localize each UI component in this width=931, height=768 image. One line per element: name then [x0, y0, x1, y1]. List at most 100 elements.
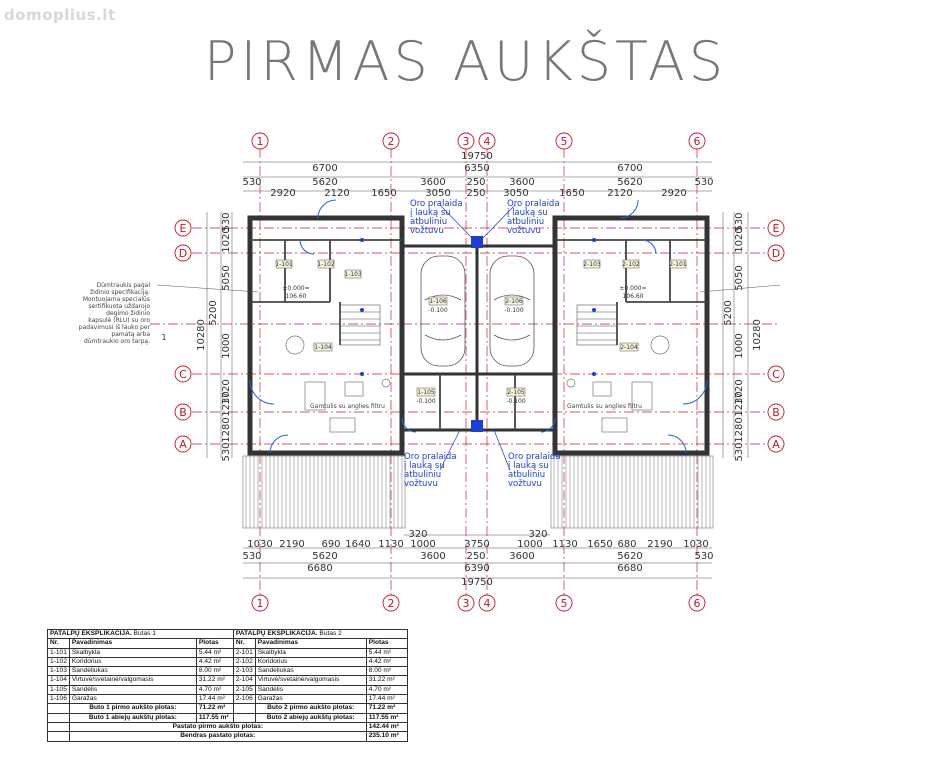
dim-bot-r3-1: 6390	[464, 563, 489, 574]
svg-text:Oro pralaida: Oro pralaida	[508, 452, 561, 462]
axis-row-D-left: D	[179, 247, 187, 260]
dim-left-1: 1280	[221, 417, 232, 442]
dim-top-r3-7: 2120	[607, 188, 632, 199]
dim-left-4: 1000	[221, 333, 232, 358]
axis-col-1-bottom: 1	[257, 597, 264, 610]
fireplace-note-left: Gamtulis su anglies filtru	[310, 403, 385, 410]
dim-bot-r2-0: 530	[242, 551, 261, 562]
watermark: domoplius.lt	[4, 6, 116, 24]
dim-top-r1-0: 6700	[312, 163, 337, 174]
tag-1-101: 1-101	[275, 261, 293, 268]
axis-col-2-top: 2	[388, 135, 395, 148]
dimension-lines-side	[206, 212, 749, 458]
axis-row-B-left: B	[179, 406, 187, 419]
svg-text:į lauką su: į lauką su	[508, 461, 549, 471]
dim-left-8: 530	[221, 212, 232, 231]
dim-bot-r2-1: 5620	[312, 551, 337, 562]
dim-left-6: 5050	[221, 265, 232, 290]
dim-left-0: 530	[221, 442, 232, 461]
dim-top-r1-2: 6700	[617, 163, 642, 174]
axis-row-A-left: A	[179, 438, 187, 451]
axis-col-3-top: 3	[463, 135, 470, 148]
dim-bot-r1-5: 1000	[410, 539, 435, 550]
svg-text:į lauką su: į lauką su	[410, 208, 451, 218]
dim-top-r3-0: 2920	[270, 188, 295, 199]
dim-top-r3-2: 1650	[371, 188, 396, 199]
header-area-1: Plotas	[195, 638, 234, 649]
axis-row-D-right: D	[772, 247, 780, 260]
dim-top-r2-2: 250	[466, 177, 485, 188]
terrace-left	[242, 455, 406, 529]
air-note-bottom-left: Oro pralaida į lauką su atbuliniu vožtuv…	[404, 452, 457, 489]
dim-right-1: 1280	[734, 417, 745, 442]
dim-top-r3-8: 2920	[661, 188, 686, 199]
axis-row-C-left: C	[179, 368, 187, 381]
dim-right-6: 5050	[734, 265, 745, 290]
svg-text:sertifikuota uždarojo: sertifikuota uždarojo	[88, 303, 150, 310]
dim-bot-r1-2: 690	[321, 539, 340, 550]
dim-bot-r3-0: 6680	[307, 563, 332, 574]
terrace-right	[550, 455, 714, 529]
tag-1-104: 1-104	[314, 344, 332, 351]
axis-col-1-top: 1	[257, 135, 264, 148]
summary-row: Buto 1 pirmo aukšto plotas:71.22 m² Buto…	[47, 703, 408, 714]
axis-row-A-right: A	[772, 438, 780, 451]
dim-right-5: 5200	[723, 300, 734, 325]
dim-top-r2-0: 530	[242, 177, 261, 188]
axis-row-E-left: E	[180, 222, 187, 235]
svg-text:Oro pralaida: Oro pralaida	[404, 452, 457, 462]
dim-left-total: 10280	[196, 319, 207, 351]
axis-row-B-right: B	[772, 406, 780, 419]
room-schedule-table: PATALPŲ EKSPLIKACIJA. Butas 1 PATALPŲ EK…	[47, 628, 408, 742]
axis-col-6-top: 6	[694, 135, 701, 148]
dim-top-r3-6: 1650	[559, 188, 584, 199]
svg-text:atbuliniu: atbuliniu	[410, 217, 447, 227]
dims-top-text: 19750 6700 6350 6700 530 5620 3600 250 3…	[242, 151, 713, 199]
storage-level-right: -0.100	[506, 398, 526, 405]
dims-side-left: 530 1280 1230 1720 1000 5200 5050 1020 5…	[196, 212, 232, 461]
level-left-val: 106.60	[286, 293, 307, 300]
chimney-leader	[156, 284, 259, 293]
tag-1-102: 1-102	[317, 261, 335, 268]
level-right: ±0.000=	[619, 285, 646, 292]
svg-text:pamatą arba: pamatą arba	[111, 331, 150, 338]
dim-bot-r1-8: 1130	[552, 539, 577, 550]
tag-2-105: 2-105	[507, 389, 525, 396]
dim-top-r2-m0: 3600	[420, 177, 445, 188]
summary-row: Buto 1 abiejų aukštų plotas:117.55 m² Bu…	[47, 712, 408, 723]
header-area-2: Plotas	[365, 638, 408, 649]
chimney-note: Dūmtraukis pagal židinio specifikaciją. …	[79, 282, 151, 345]
dims-bottom-text: 320 320 1030 2190 690 1640 1130 1000 375…	[242, 529, 713, 588]
furniture	[285, 335, 670, 433]
dim-bot-r1-9: 1650	[587, 539, 612, 550]
svg-text:atbuliniu: atbuliniu	[404, 470, 441, 480]
svg-text:vožtuvu: vožtuvu	[508, 479, 542, 489]
dims-side-right: 530 1280 1230 1720 1000 5200 5050 1020 5…	[723, 212, 763, 461]
dim-bot-r2-5: 5620	[617, 551, 642, 562]
svg-text:atbuliniu: atbuliniu	[507, 217, 544, 227]
svg-text:vožtuvu: vožtuvu	[507, 226, 541, 236]
dim-bot-r1-6: 3750	[464, 539, 489, 550]
svg-text:Oro pralaida: Oro pralaida	[410, 199, 463, 209]
air-note-top-left: Oro pralaida į lauką su atbuliniu vožtuv…	[410, 199, 463, 236]
axis-row-E-right: E	[773, 222, 780, 235]
dim-right-4: 1000	[734, 333, 745, 358]
dim-bot-r3-2: 6680	[617, 563, 642, 574]
svg-text:padavimusi iš lauko per: padavimusi iš lauko per	[79, 324, 151, 331]
axis-col-4-top: 4	[484, 135, 491, 148]
axis-col-5-bottom: 5	[561, 597, 568, 610]
dim-bot-r1-12: 1030	[683, 539, 708, 550]
car-icon-right	[489, 255, 535, 367]
header-nr-2: Nr.	[232, 638, 256, 649]
axis-col-3-bottom: 3	[463, 597, 470, 610]
axis-bubbles-top	[174, 132, 785, 612]
room-tags: 1-101 1-102 1-103 1-104 1-105 1-106 2-10…	[275, 261, 687, 405]
svg-text:degimo židinio: degimo židinio	[106, 310, 150, 317]
dim-bot-r1-3: 1640	[345, 539, 370, 550]
svg-text:dūmtraukio oro tarpą.: dūmtraukio oro tarpą.	[84, 338, 150, 345]
